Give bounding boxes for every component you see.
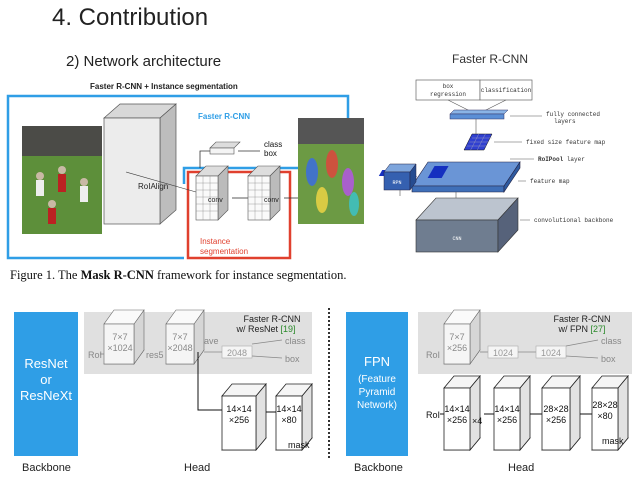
resnet-roi: RoI <box>88 350 102 360</box>
fpn-m3-2: ×256 <box>546 415 566 425</box>
fpn-backbone-box <box>346 312 408 456</box>
slide-title: 4. Contribution <box>52 4 209 31</box>
conv-grid-2 <box>247 165 281 221</box>
fpn-ref-1: Faster R-CNN <box>553 314 610 324</box>
resnet-ref-1: Faster R-CNN <box>243 314 300 324</box>
faster-rcnn-outline <box>6 94 350 260</box>
fpn-ref-2: w/ FPN [27] <box>557 324 605 334</box>
roipool-label: RoIPool layer <box>538 156 585 163</box>
output-image <box>298 118 364 224</box>
resnet-backbone-2: or <box>40 372 52 387</box>
caption-bold: Mask R-CNN <box>80 268 154 282</box>
fpn-mask: mask <box>602 436 624 446</box>
mask-rcnn-box: box <box>264 149 277 158</box>
fpn-head-diagram: FPN (Feature Pyramid Network) Faster R-C… <box>346 309 632 474</box>
fpn-fc1: 1024 <box>493 348 513 358</box>
fpn-x4: ×4 <box>472 416 482 426</box>
resnet-backbone-box <box>14 312 78 456</box>
mask-rcnn-class: class <box>264 140 282 149</box>
resnet-label-backbone: Backbone <box>22 462 71 474</box>
resnet-fc: 2048 <box>227 348 247 358</box>
resnet-b1-1: 7×7 <box>112 332 127 342</box>
resnet-head-diagram: ResNet or ResNeXt Faster R-CNN w/ ResNet… <box>14 309 313 474</box>
input-image <box>22 126 102 234</box>
instance-seg-label-1: Instance <box>200 237 231 246</box>
conv-label-1: conv <box>208 197 223 204</box>
box-regression-1: box <box>443 83 454 90</box>
resnet-ave: ave <box>204 336 219 346</box>
fpn-m1-2: ×256 <box>447 415 467 425</box>
caption-suffix: framework for instance segmentation. <box>153 268 347 282</box>
conv-backbone-label: convolutional backbone <box>534 217 614 224</box>
faster-rcnn-diagram: box regression classification fully conn… <box>378 79 614 253</box>
fpn-class: class <box>601 336 622 346</box>
fc-label-2: layers <box>554 118 576 125</box>
resnet-b2-1: 7×7 <box>172 332 187 342</box>
feature-map-label: feature map <box>530 178 570 185</box>
fpn-m4-2: ×80 <box>597 411 612 421</box>
fpn-label-backbone: Backbone <box>354 462 403 474</box>
fpn-m2-2: ×256 <box>497 415 517 425</box>
resnet-res5: res5 <box>146 350 164 360</box>
fpn-m3-1: 28×28 <box>543 404 568 414</box>
fpn-m1-1: 14×14 <box>444 404 469 414</box>
resnet-label-head: Head <box>184 462 210 474</box>
roialign-label: RoIAlign <box>138 182 168 191</box>
fpn-b1-2: ×256 <box>447 343 467 353</box>
cnn-label: CNN <box>452 236 461 242</box>
resnet-backbone-1: ResNet <box>24 356 68 371</box>
fpn-backbone-4: Network) <box>357 400 397 411</box>
faster-rcnn-title: Faster R-CNN <box>452 52 529 66</box>
slide-subtitle: 2) Network architecture <box>66 53 222 70</box>
fpn-m2-1: 14×14 <box>494 404 519 414</box>
conv-grid-1 <box>195 165 229 221</box>
figure-caption: Figure 1. The Mask R-CNN framework for i… <box>10 268 347 283</box>
fpn-backbone-3: Pyramid <box>359 387 396 398</box>
caption-prefix: Figure 1. The <box>10 268 81 282</box>
fpn-backbone-1: FPN <box>364 354 390 369</box>
mask-rcnn-diagram: Faster R-CNN + Instance segmentation Fas… <box>6 82 364 260</box>
fpn-box: box <box>601 354 616 364</box>
instance-seg-label-2: segmentation <box>200 247 248 256</box>
fc-label-1: fully connected <box>546 111 600 118</box>
fpn-roi-top: RoI <box>426 350 440 360</box>
resnet-box: box <box>285 354 300 364</box>
fpn-m4-1: 28×28 <box>592 400 617 410</box>
resnet-class: class <box>285 336 306 346</box>
mask-rcnn-heading: Faster R-CNN + Instance segmentation <box>90 82 238 91</box>
box-regression-2: regression <box>430 91 466 98</box>
classification-label: classification <box>481 87 532 94</box>
fpn-label-head: Head <box>508 462 534 474</box>
resnet-m1-2: ×256 <box>229 415 249 425</box>
conv-label-2: conv <box>264 197 279 204</box>
fpn-fc2: 1024 <box>541 348 561 358</box>
resnet-backbone-3: ResNeXt <box>20 388 72 403</box>
resnet-m2-2: ×80 <box>281 415 296 425</box>
resnet-ref-2: w/ ResNet [19] <box>235 324 295 334</box>
resnet-mask: mask <box>288 440 310 450</box>
divider <box>328 308 330 458</box>
resnet-b1-2: ×1024 <box>107 343 132 353</box>
fixed-size-label: fixed size feature map <box>526 139 606 146</box>
rpn-label: RPN <box>392 180 401 186</box>
resnet-m2-1: 14×14 <box>276 404 301 414</box>
resnet-b2-2: ×2048 <box>167 343 192 353</box>
fpn-b1-1: 7×7 <box>449 332 464 342</box>
faster-rcnn-box-label: Faster R-CNN <box>198 112 250 121</box>
fpn-roi-bottom: RoI <box>426 410 440 420</box>
resnet-m1-1: 14×14 <box>226 404 251 414</box>
instance-seg-outline <box>186 170 292 260</box>
fpn-backbone-2: (Feature <box>358 374 396 385</box>
